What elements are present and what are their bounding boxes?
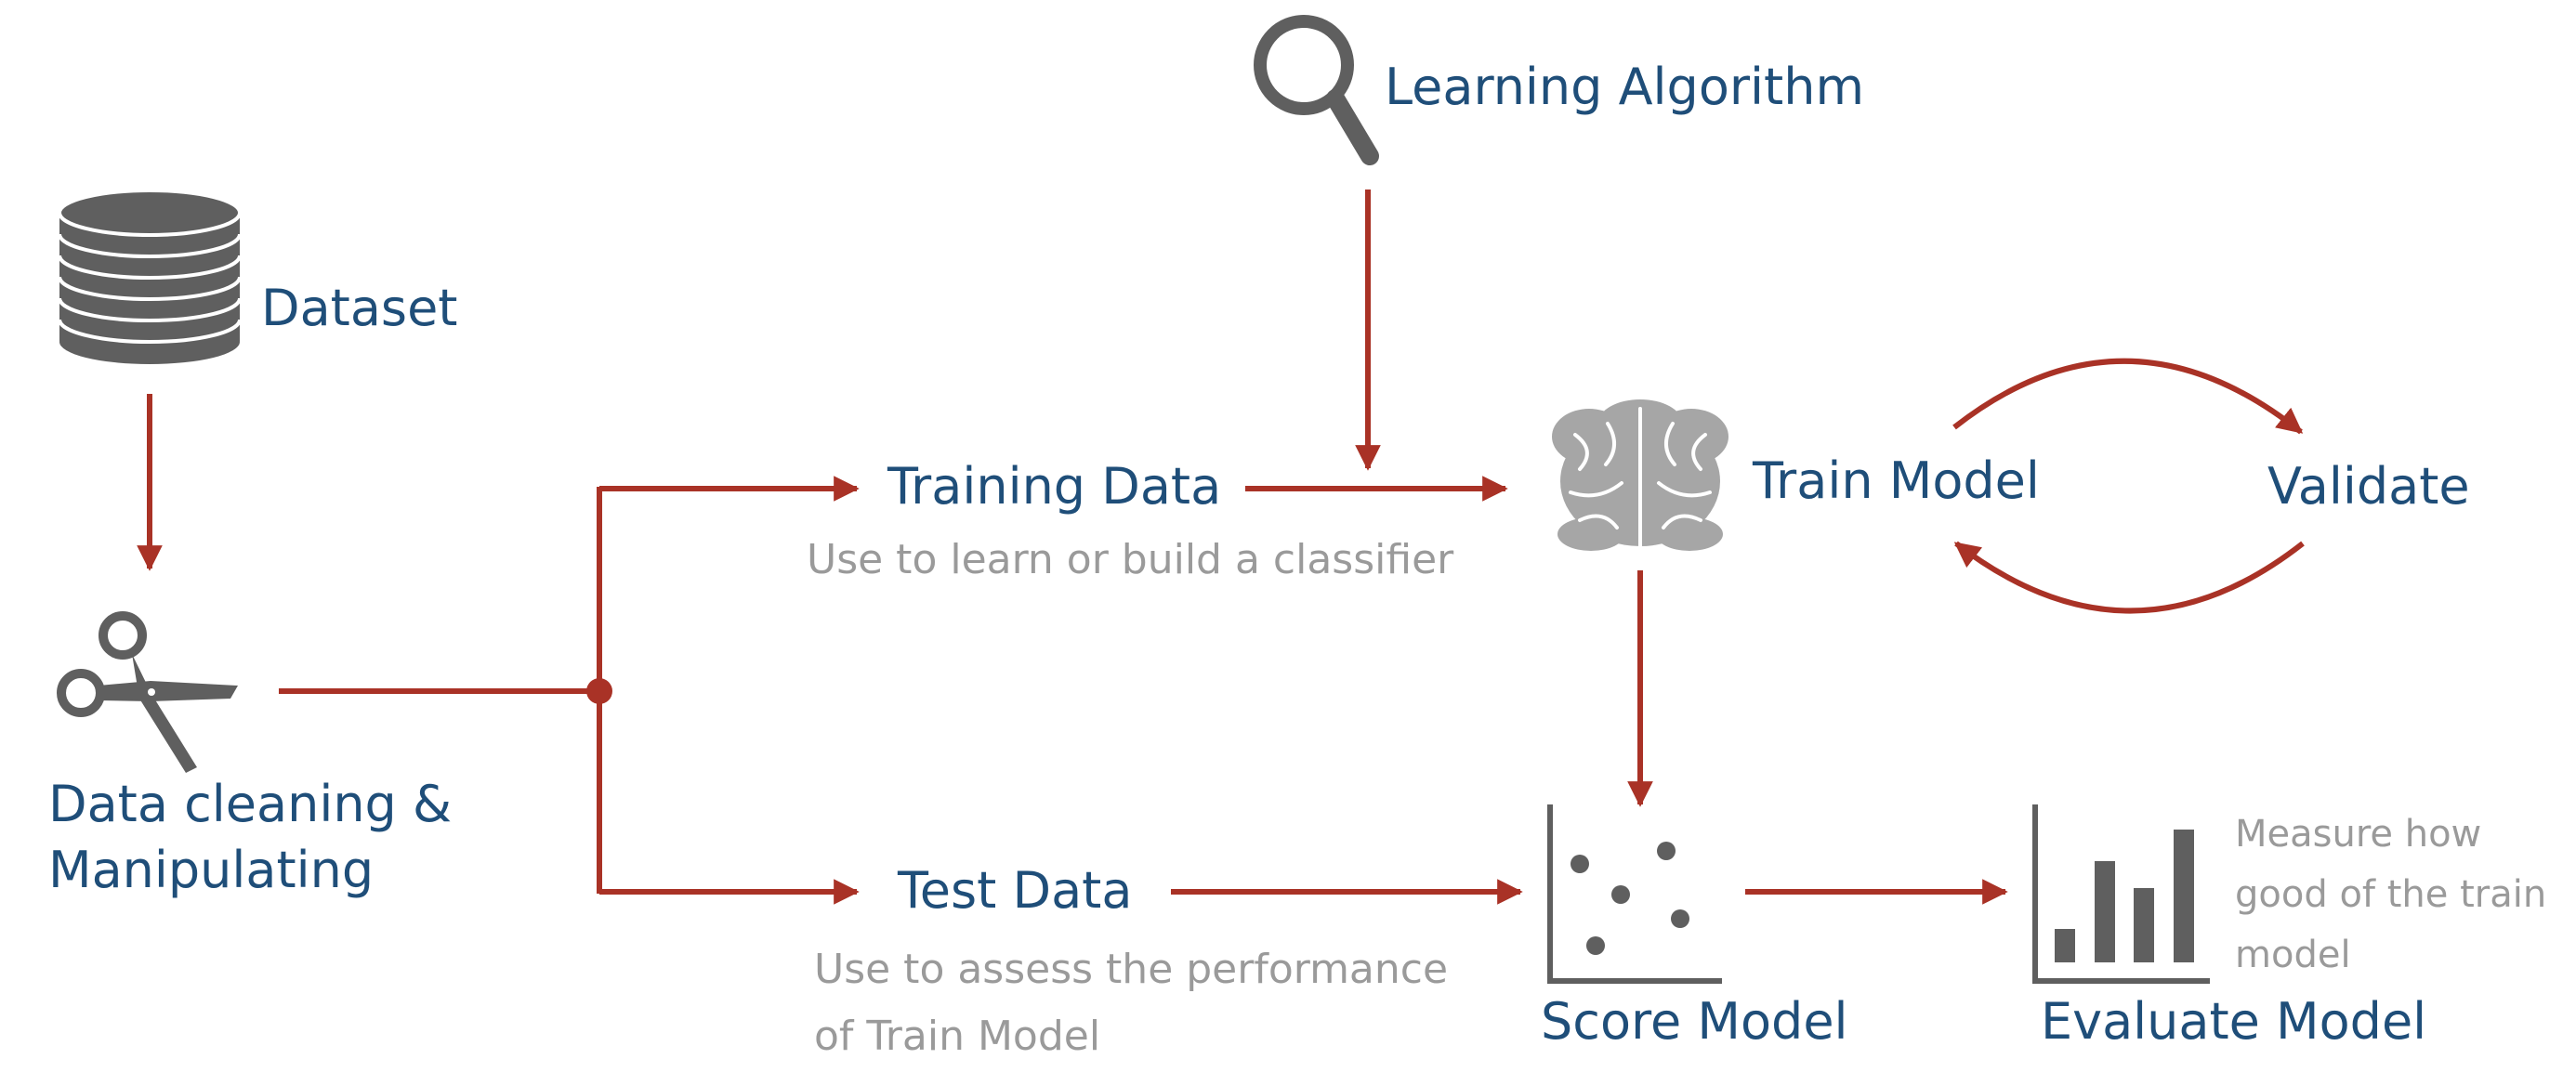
split-junction-dot — [586, 678, 612, 704]
training-data-label: Training Data — [887, 457, 1222, 516]
scatter-plot-icon — [1547, 804, 1722, 984]
score-model-label: Score Model — [1541, 992, 1848, 1051]
bar-chart-icon — [2032, 804, 2210, 984]
evaluate-model-note-line2: good of the train — [2235, 873, 2547, 916]
brain-icon — [1552, 399, 1728, 552]
evaluate-model-note-line3: model — [2235, 934, 2351, 976]
test-data-note-line2: of Train Model — [814, 1013, 1101, 1060]
arrow-validate-to-trainmodel — [1953, 541, 2305, 614]
test-data-label: Test Data — [898, 861, 1133, 920]
data-cleaning-label-line2: Manipulating — [48, 841, 375, 899]
arrow-trainmodel-to-validate — [1952, 358, 2304, 435]
learning-algorithm-label: Learning Algorithm — [1385, 58, 1865, 116]
database-icon — [58, 189, 242, 364]
validate-label: Validate — [2267, 457, 2470, 516]
train-model-label: Train Model — [1753, 451, 2040, 510]
data-cleaning-label-line1: Data cleaning & — [48, 775, 453, 833]
magnifier-icon — [1254, 15, 1379, 165]
test-data-note-line1: Use to assess the performance — [814, 946, 1449, 993]
evaluate-model-note-line1: Measure how — [2235, 813, 2482, 856]
scissors-icon — [57, 611, 238, 773]
dataset-label: Dataset — [261, 279, 458, 337]
evaluate-model-label: Evaluate Model — [2041, 992, 2427, 1051]
training-data-note: Use to learn or build a classifier — [807, 536, 1454, 583]
